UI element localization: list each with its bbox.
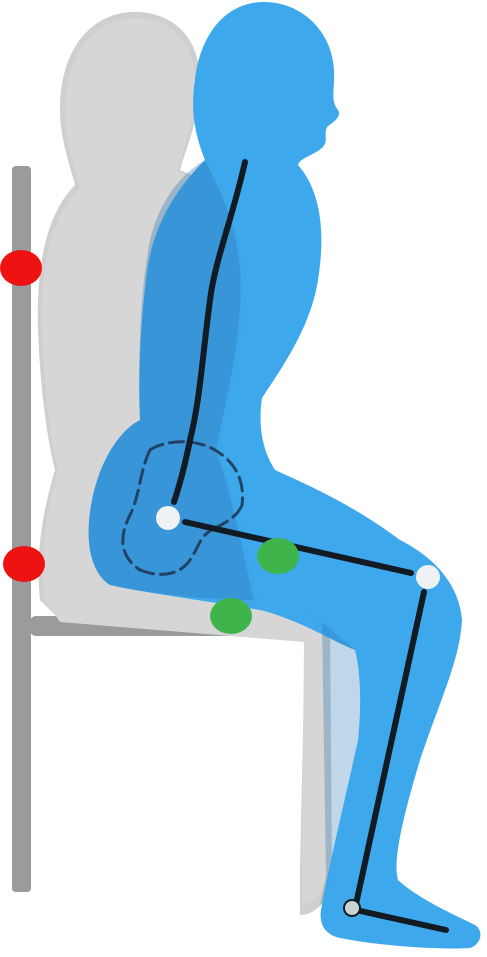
skeleton-lines bbox=[171, 159, 449, 933]
pelvis-outline-upper bbox=[148, 440, 245, 507]
pelvis-outline-left bbox=[121, 448, 152, 572]
pelvis-outline bbox=[121, 440, 245, 576]
pelvis-outline-lower bbox=[138, 526, 217, 576]
correct-body bbox=[88, 1, 481, 949]
knee-joint bbox=[416, 565, 440, 589]
green-marker-thigh bbox=[257, 538, 299, 574]
spine-line bbox=[171, 159, 248, 505]
red-marker-upper-back bbox=[0, 250, 42, 286]
good-posture-markers bbox=[210, 538, 299, 634]
correct-leg-overlap-shading bbox=[320, 622, 361, 905]
bad-posture-markers bbox=[0, 250, 45, 582]
foot-line bbox=[353, 907, 449, 933]
shin-line bbox=[353, 589, 427, 907]
joints bbox=[156, 506, 440, 917]
ankle-joint bbox=[343, 899, 361, 917]
red-marker-lower-back bbox=[3, 546, 45, 582]
chair-back-leg-lower bbox=[12, 630, 31, 892]
hip-joint bbox=[156, 506, 180, 530]
thigh-line bbox=[182, 519, 414, 576]
green-marker-seat bbox=[210, 598, 252, 634]
